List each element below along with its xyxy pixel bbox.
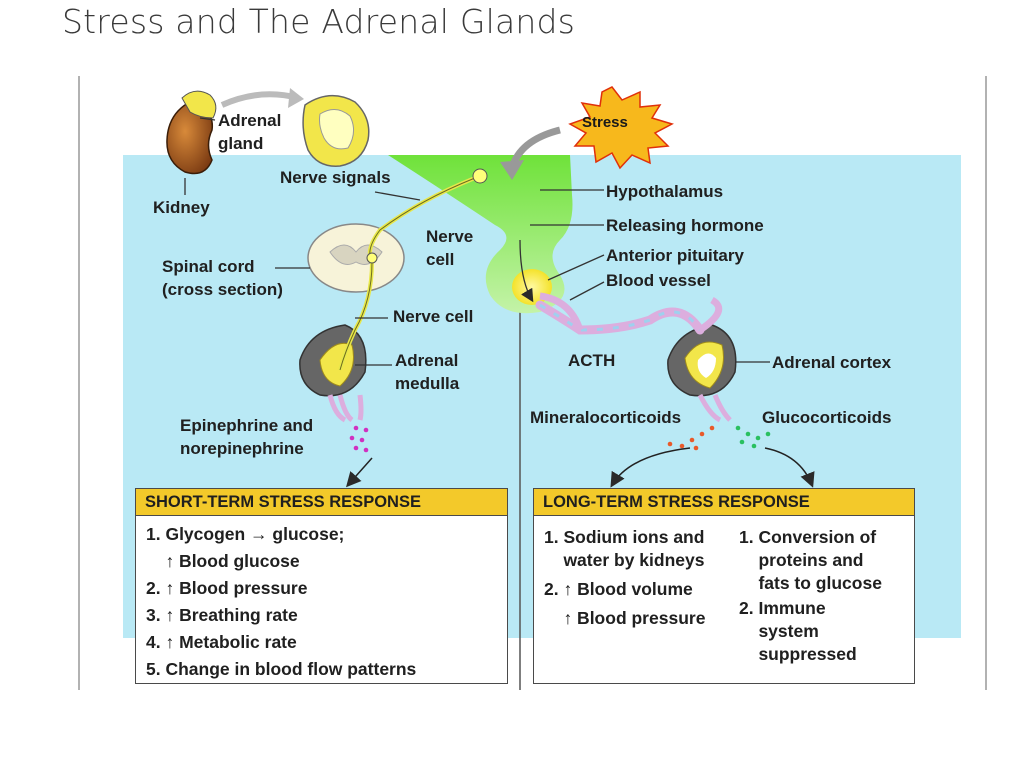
long-term-item: proteins and	[739, 550, 864, 570]
label-acth: ACTH	[568, 351, 616, 370]
glucocorticoid-dots	[735, 425, 771, 449]
long-term-item: ↑ Blood pressure	[544, 608, 706, 628]
label-nerve-cell-upper: Nerve cell	[426, 227, 474, 269]
slide-title: Stress and The Adrenal Glands	[62, 2, 576, 41]
long-term-item: water by kidneys	[544, 550, 705, 570]
label-nerve-cell-lower: Nerve cell	[393, 307, 474, 326]
short-term-box: Short-term stress response 1. Glycogen →…	[135, 488, 508, 684]
label-nerve-signals: Nerve signals	[280, 168, 391, 187]
releasing-hormone-arrow	[519, 239, 534, 303]
label-releasing-hormone: Releasing hormone	[606, 216, 764, 235]
label-epinephrine: Epinephrine and norepinephrine	[180, 416, 314, 458]
stress-burst-icon	[568, 86, 674, 170]
long-term-item: fats to glucose	[739, 573, 882, 593]
long-term-box: Long-term stress response 1. Sodium ions…	[533, 488, 915, 684]
epinephrine-dots	[349, 425, 369, 453]
long-term-item: 2. Immune	[739, 598, 826, 618]
short-term-list: 1. Glycogen → glucose; ↑ Blood glucose 2…	[136, 516, 507, 683]
long-term-item: suppressed	[739, 644, 857, 664]
label-adrenal-gland: Adrenal gland	[218, 111, 282, 153]
short-term-item: 5. Change in blood flow patterns	[146, 659, 417, 679]
label-spinal-cord: Spinal cord (cross section)	[162, 257, 283, 299]
label-adrenal-cortex: Adrenal cortex	[772, 353, 892, 372]
short-term-item: 2. ↑ Blood pressure	[146, 578, 308, 598]
label-stress: Stress	[582, 114, 628, 131]
label-kidney: Kidney	[153, 198, 210, 217]
medulla-vessels	[327, 394, 364, 423]
leader-lines	[184, 117, 770, 366]
label-adrenal-medulla: Adrenal medulla	[395, 351, 460, 393]
adrenal-gland-small-icon	[181, 90, 217, 119]
short-term-arrow	[346, 457, 373, 488]
short-term-item: 1. Glycogen → glucose;	[146, 524, 345, 544]
short-term-item: 4. ↑ Metabolic rate	[146, 632, 297, 652]
short-term-heading: Short-term stress response	[136, 489, 507, 516]
short-term-item: ↑ Blood glucose	[146, 551, 300, 571]
label-glucocorticoids: Glucocorticoids	[762, 408, 892, 427]
long-term-list-right: 1. Conversion of proteins and fats to gl…	[729, 521, 882, 666]
label-blood-vessel: Blood vessel	[606, 271, 711, 290]
long-term-arrow-right	[764, 447, 815, 488]
adrenal-gland-inner	[319, 109, 354, 150]
long-term-item: 1. Conversion of	[739, 527, 877, 547]
short-term-item: 3. ↑ Breathing rate	[146, 605, 298, 625]
nerve-cell-body-icon	[472, 168, 488, 184]
label-mineralocorticoids: Mineralocorticoids	[530, 408, 682, 427]
enlarge-arrow	[220, 91, 299, 108]
long-term-heading: Long-term stress response	[534, 489, 914, 516]
long-term-item: 1. Sodium ions and	[544, 527, 705, 547]
long-term-item: system	[739, 621, 819, 641]
label-hypothalamus: Hypothalamus	[606, 182, 724, 201]
mineralocorticoid-dots	[667, 425, 715, 451]
kidney-icon	[166, 102, 214, 175]
long-term-item: 2. ↑ Blood volume	[544, 579, 693, 599]
cortex-vessels	[697, 393, 732, 423]
long-term-list-left: 1. Sodium ions and water by kidneys 2. ↑…	[534, 521, 705, 630]
long-term-arrow-left	[610, 447, 691, 488]
label-anterior-pituitary: Anterior pituitary	[606, 246, 744, 265]
